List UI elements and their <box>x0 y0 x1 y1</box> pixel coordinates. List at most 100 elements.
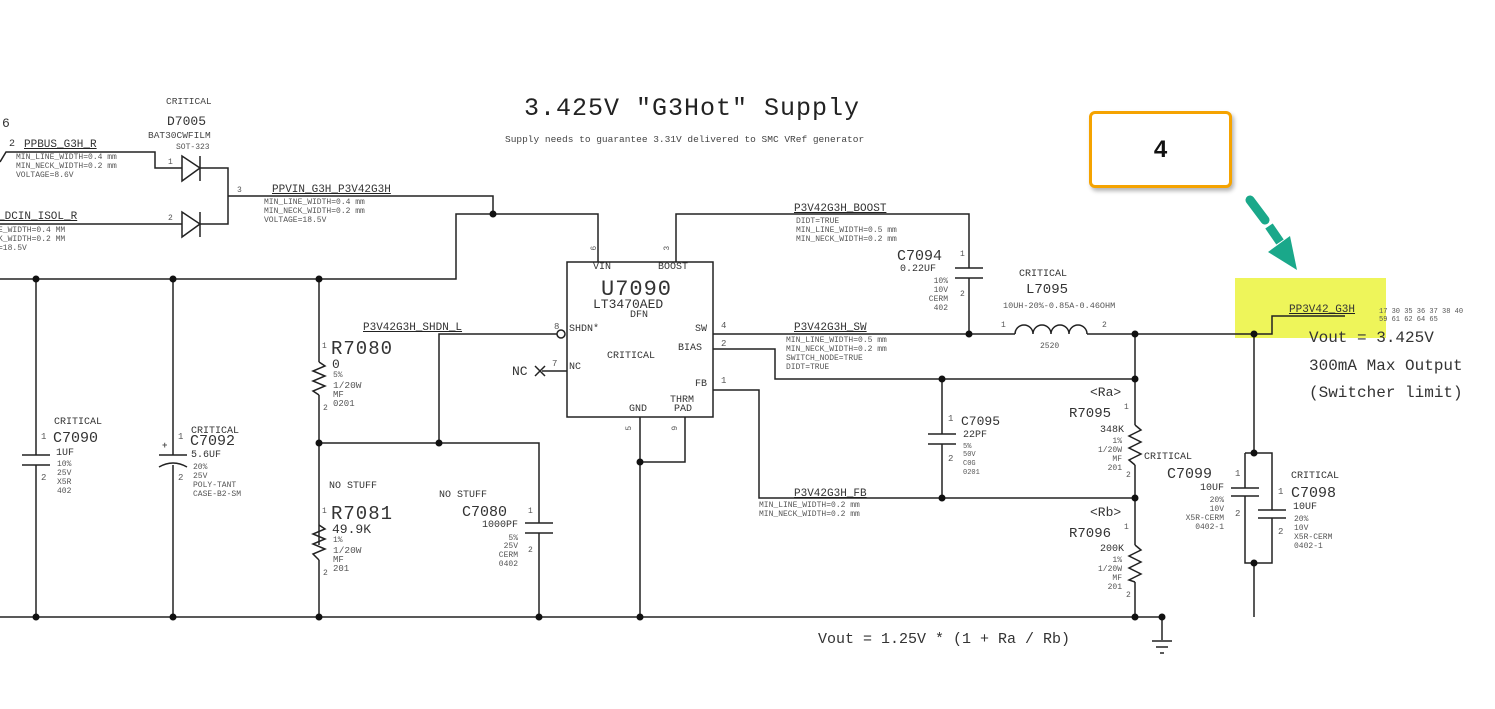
net-fb-label[interactable]: P3V42G3H_FB <box>794 488 867 500</box>
r7080-pin-2: 2 <box>323 404 328 413</box>
net-output-label[interactable]: PP3V42_G3H <box>1289 304 1356 316</box>
ppbus-prop-2: MIN_NECK_WIDTH=0.2 mm <box>16 162 117 171</box>
r7080-spec-1: 5% <box>333 371 343 380</box>
u7090-pin-bias: BIAS <box>678 343 703 354</box>
c7099-spec-1: 20% <box>1209 496 1224 505</box>
wire-output <box>1087 315 1345 335</box>
r7095-ref: R7095 <box>1069 406 1112 422</box>
l7095-pin-1: 1 <box>1001 321 1006 330</box>
output-sheet-refs-2: 59 61 62 64 65 <box>1379 316 1438 324</box>
boost-prop-2: MIN_LINE_WIDTH=0.5 mm <box>796 226 897 235</box>
c7098-tag: CRITICAL <box>1291 471 1340 482</box>
r7081-tag: NO STUFF <box>329 481 378 492</box>
r7081-value: 49.9K <box>332 522 372 537</box>
u7090-pin-num-vin: 6 <box>590 245 600 251</box>
resistor-r7096-icon <box>1127 544 1143 583</box>
r7095-spec-3: MF <box>1112 455 1122 464</box>
u7090-pin-sw: SW <box>695 324 708 335</box>
r7096-ref: R7096 <box>1069 526 1112 542</box>
c7080-value: 1000PF <box>481 520 518 531</box>
c7095-spec-4: 0201 <box>963 469 980 477</box>
c7098-spec-4: 0402-1 <box>1294 542 1323 551</box>
r7081-spec-4: 201 <box>333 564 350 574</box>
dcin-prop-2: K_WIDTH=0.2 MM <box>0 235 66 244</box>
c7099-spec-2: 10V <box>1209 505 1224 514</box>
c7080-pin-2: 2 <box>528 546 533 555</box>
net-sw-label[interactable]: P3V42G3H_SW <box>794 322 867 334</box>
d7005-tag: CRITICAL <box>166 96 212 107</box>
c7095-spec-2: 50V <box>963 451 976 459</box>
l7095-ref: L7095 <box>1026 282 1069 298</box>
wire-diode-common <box>200 167 229 225</box>
r7096-pin-1: 1 <box>1124 523 1129 532</box>
boost-prop-1: DIDT=TRUE <box>796 217 840 226</box>
c7094-pin-2: 2 <box>960 290 965 299</box>
c7092-spec-2: 25V <box>193 472 208 481</box>
nc-cross-icon <box>534 365 546 377</box>
wire-shdn <box>438 333 557 443</box>
u7090-part: LT3470AED <box>593 297 664 312</box>
r7081-spec-2: 1/20W <box>333 545 362 556</box>
u7090-ref: U7090 <box>601 277 673 302</box>
net-dcin-label[interactable]: _DCIN_ISOL_R <box>0 211 78 223</box>
r7095-alias: <Ra> <box>1090 385 1122 400</box>
net-ppvin-label[interactable]: PPVIN_G3H_P3V42G3H <box>272 184 391 196</box>
r7080-pin-1: 1 <box>322 342 327 351</box>
u7090-pin-num-thrm: 9 <box>671 425 681 431</box>
l7095-pin-2: 2 <box>1102 321 1107 330</box>
r7095-spec-1: 1% <box>1112 437 1122 446</box>
c7090-spec-1: 10% <box>57 460 72 469</box>
c7092-spec-4: CASE-B2-SM <box>193 490 242 499</box>
ppbus-prop-1: MIN_LINE_WIDTH=0.4 mm <box>16 153 117 162</box>
sw-prop-1: MIN_LINE_WIDTH=0.5 mm <box>786 336 887 345</box>
page-subtitle: Supply needs to guarantee 3.31V delivere… <box>505 134 865 145</box>
u7090-pin-gnd: GND <box>629 404 648 415</box>
d7005-pin-1: 1 <box>168 158 173 167</box>
wire-bias <box>713 348 1135 380</box>
wire-c7080 <box>319 442 540 617</box>
r7080-ref: R7080 <box>331 338 394 360</box>
annotation-arrow-icon <box>1245 195 1297 270</box>
note-vout: Vout = 3.425V <box>1309 329 1434 347</box>
c7095-value: 22PF <box>963 430 988 441</box>
r7096-alias: <Rb> <box>1090 505 1122 520</box>
net-ppbus-label[interactable]: PPBUS_G3H_R <box>24 139 97 151</box>
sw-prop-4: DIDT=TRUE <box>786 363 830 372</box>
c7094-spec-3: CERM <box>928 295 948 304</box>
net-boost-label[interactable]: P3V42G3H_BOOST <box>794 203 887 215</box>
ppbus-pin: 2 <box>9 139 16 150</box>
u7090-pin-num-bias: 2 <box>721 339 727 349</box>
cap-c7092-plate-curved <box>158 462 188 468</box>
boost-prop-3: MIN_NECK_WIDTH=0.2 mm <box>796 235 897 244</box>
c7098-value: 10UF <box>1293 502 1318 513</box>
u7090-pin-num-sw: 4 <box>721 321 727 331</box>
inductor-l7095-icon <box>1014 324 1088 335</box>
c7094-pin-1: 1 <box>960 250 965 259</box>
wire-vin-bus <box>0 213 599 280</box>
r7096-value: 200K <box>1099 544 1124 555</box>
c7090-spec-3: X5R <box>57 478 72 487</box>
c7090-tag: CRITICAL <box>54 417 103 428</box>
r7081-ref: R7081 <box>331 503 394 525</box>
c7095-spec-3: C0G <box>963 460 976 468</box>
net-shdn-label[interactable]: P3V42G3H_SHDN_L <box>363 322 463 334</box>
r7081-spec-3: MF <box>333 555 344 565</box>
wire-boost <box>675 213 970 334</box>
u7090-pin-num-nc: 7 <box>552 359 558 369</box>
c7092-spec-3: POLY-TANT <box>193 481 237 490</box>
c7094-spec-4: 402 <box>933 304 948 313</box>
c7098-spec-1: 20% <box>1294 515 1309 524</box>
c7090-ref: C7090 <box>53 430 99 447</box>
u7090-pin-fb: FB <box>695 379 708 390</box>
d7005-part: BAT30CWFILM <box>148 130 211 141</box>
page-title: 3.425V "G3Hot" Supply <box>524 94 861 123</box>
c7080-ref: C7080 <box>462 504 508 521</box>
c7092-pin-2: 2 <box>178 473 184 483</box>
c7090-pin-1: 1 <box>41 432 47 442</box>
c7095-pin-2: 2 <box>948 454 954 464</box>
c7080-spec-1: 5% <box>508 534 518 543</box>
c7098-spec-3: X5R-CERM <box>1294 533 1333 542</box>
note-formula: Vout = 1.25V * (1 + Ra / Rb) <box>818 631 1071 648</box>
r7095-value: 348K <box>1099 425 1124 436</box>
c7095-pin-1: 1 <box>948 414 954 424</box>
